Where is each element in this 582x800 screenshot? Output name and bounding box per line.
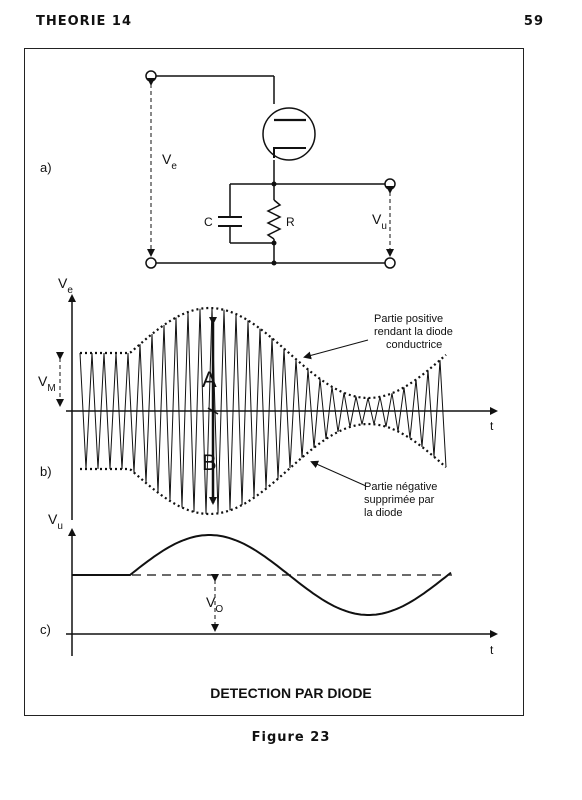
input-terminal-top <box>145 70 157 82</box>
amplitude-arrow <box>207 317 219 505</box>
resistor-label: R <box>286 215 295 229</box>
figure-caption: Figure 23 <box>251 730 331 745</box>
input-terminal-bottom <box>145 257 157 269</box>
panel-b-label: b) <box>40 464 52 479</box>
vm-label: VM <box>38 373 56 394</box>
plot-c-xlabel: t <box>490 643 494 657</box>
page-number: 59 <box>523 14 544 29</box>
plot-c-ylabel: Vu <box>48 511 63 532</box>
panel-a-label: a) <box>40 160 52 175</box>
note-negative-line1: Partie négative <box>364 481 437 493</box>
junction-dot <box>271 181 277 187</box>
circuit-diagram <box>145 70 396 269</box>
note-positive-line3: conductrice <box>386 339 442 351</box>
note-positive-line1: Partie positive <box>374 313 443 325</box>
diagram-title: DETECTION PAR DIODE <box>210 685 372 701</box>
ve-label: Ve <box>162 151 177 172</box>
output-signal-curve <box>72 534 452 616</box>
output-terminal-bottom <box>384 257 396 269</box>
output-terminal-top <box>384 178 396 190</box>
vu-label: Vu <box>372 211 387 232</box>
note-negative-line2: supprimée par <box>364 494 435 506</box>
letter-b: B <box>202 450 217 475</box>
lower-envelope <box>80 422 447 516</box>
plot-b-xlabel: t <box>490 419 494 433</box>
capacitor-label: C <box>204 215 213 229</box>
note-positive-line2: rendant la diode <box>374 326 453 338</box>
page-header-left: THEORIE 14 <box>36 14 133 29</box>
vo-label: VO <box>206 594 223 615</box>
plot-b-ylabel: Ve <box>58 275 73 296</box>
note-pos-arrow <box>303 339 369 360</box>
figure-frame <box>24 48 524 716</box>
diode-tube-icon <box>262 107 316 161</box>
panel-c-label: c) <box>40 622 51 637</box>
plot-c-axes <box>66 528 498 656</box>
modulated-carrier-wave <box>79 308 447 514</box>
upper-envelope <box>80 306 447 400</box>
note-negative-line3: la diode <box>364 507 403 519</box>
note-neg-arrow <box>310 460 367 487</box>
junction-dot <box>271 260 277 266</box>
resistor-icon <box>266 199 282 240</box>
letter-a: A <box>202 367 217 392</box>
junction-dot <box>271 240 277 246</box>
carrier-oscillation <box>79 308 447 514</box>
signal-envelopes <box>80 306 447 516</box>
